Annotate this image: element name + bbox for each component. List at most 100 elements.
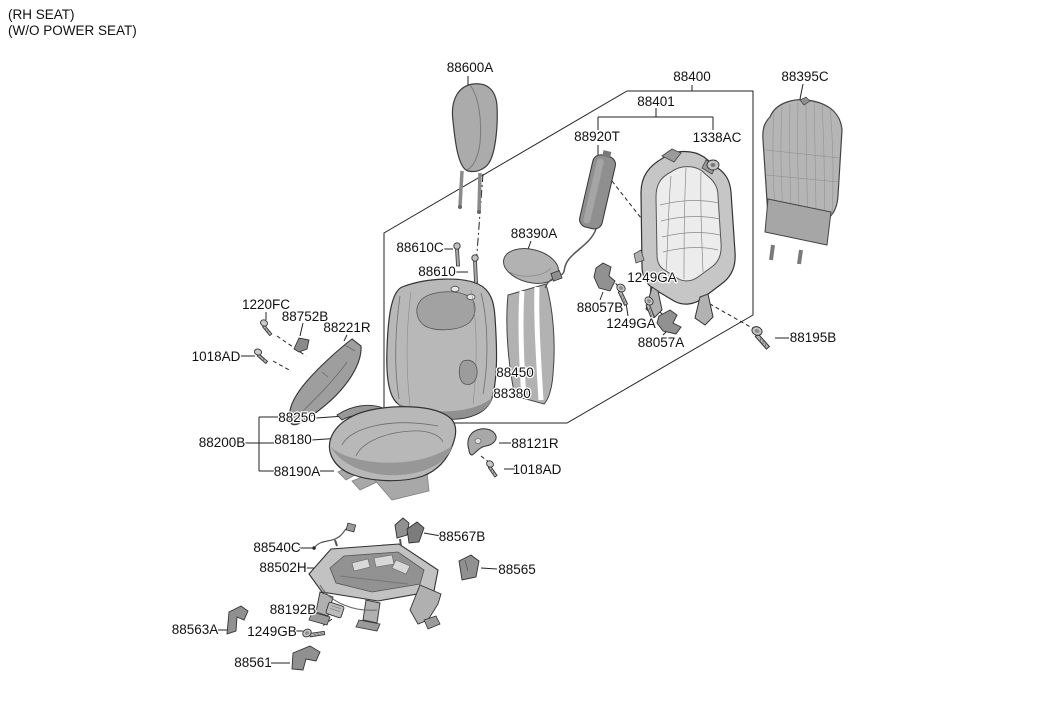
track-foot-left [308,611,331,626]
bolt-88195b [746,324,776,351]
leader-88752b [299,322,304,337]
handle-clip-88752b [293,337,310,353]
inner-shield-hole [474,438,482,444]
title-line2: (W/O POWER SEAT) [8,23,137,38]
inner-shield-drawing [467,428,497,456]
label-88180: 88180 [274,432,312,447]
label-1018ad-1: 1018AD [192,349,241,364]
outer-shield-body [289,338,362,426]
label-88567b: 88567B [439,529,486,544]
label-88192b: 88192B [270,602,317,617]
track-front-harness [319,584,378,611]
guide-bolt-88610-shaft [473,259,478,284]
lumbar-pad-88450 [458,359,478,385]
headrest-shade [466,84,482,171]
back-panel-ribs [765,149,841,183]
leader-88920t-dashed [611,180,668,252]
labels: (RH SEAT) (W/O POWER SEAT) 88600A 88400 … [7,6,838,672]
back-panel-clip [799,96,811,106]
back-panel-hatching [772,100,834,231]
leader-1220fc-dashed [276,335,307,357]
airbag-tab [602,150,612,158]
label-88610c: 88610C [396,240,444,255]
bracket-88200b [245,416,278,472]
nut-1338ac [706,159,720,171]
cover-88567b-piece1 [394,517,410,539]
track-leg-center [362,599,381,624]
cover-88565-detail [464,559,469,572]
track-foot-center [355,619,381,632]
label-1249ga-1: 1249GA [627,270,677,285]
back-panel-legs [769,244,803,265]
leader-88567b [423,532,442,537]
label-88057b: 88057B [577,300,624,315]
cover-88567b-piece2 [406,521,425,544]
guide-hole-left [450,285,460,293]
bracket-88057b [593,262,616,292]
inner-shield-body-88121r [467,428,497,456]
fasteners [251,159,776,646]
cover-88563a [226,605,249,635]
small-parts [226,262,682,671]
cover-88565 [458,554,480,581]
back-panel-shell [762,99,843,233]
back-cushion-bolster-seam [416,291,476,331]
back-cushion-seams-inner [406,289,477,407]
nut-1338ac-hole [710,163,716,167]
track-crossbar [339,575,409,585]
label-88752b: 88752B [282,309,329,324]
label-88920t: 88920T [574,129,620,144]
label-88380: 88380 [493,386,531,401]
dot-88540c [312,546,316,550]
seatback-frame-drawing [633,148,736,326]
assembly-box [383,90,754,424]
wiring-connector-88540c [345,522,357,533]
label-88195b: 88195B [790,330,837,345]
label-88200b: 88200B [199,435,246,450]
side-airbag-drawing [544,150,616,289]
label-88221r: 88221R [323,320,371,335]
airbag-wire-tail [544,278,553,289]
frame-side-mount [633,249,645,264]
track-assembly-drawing [308,522,442,632]
headrest-post-right [477,172,482,212]
leader-88057b [599,291,604,301]
screw-1220fc [256,318,277,337]
outer-shield-details [299,344,356,415]
frame-boss-left [661,148,682,163]
label-88600a: 88600A [447,60,494,75]
headrest-body [451,83,498,173]
outer-shield-drawing [289,337,362,426]
leader-1249ga-2 [625,302,629,317]
title-line1: (RH SEAT) [8,7,75,22]
heater-pad-stripes [518,286,544,401]
back-cushion-drawing [386,278,498,420]
label-88395c: 88395C [781,69,829,84]
headrest-post-tip-right [477,210,481,214]
headrest-post-left [458,170,464,207]
leader-88221r [343,334,348,342]
label-88400: 88400 [673,69,711,84]
label-88450: 88450 [496,365,534,380]
label-88190a: 88190A [274,464,321,479]
label-88610: 88610 [418,264,456,279]
screw-1018ad-right [481,459,503,479]
label-88057a: 88057A [638,335,685,350]
guide-bolt-88610-head [471,254,479,262]
headrest-post-tip-left [458,205,462,209]
leader-88192b-dashed [320,618,333,628]
heater-pad-head-shade [509,267,552,277]
track-mechanism-plates [351,554,411,575]
heater-pad-head [503,248,559,284]
guide-bolt-88610 [471,254,479,284]
airbag-connector [550,270,563,282]
leader-88395c [799,83,804,100]
airbag-highlight [583,158,604,224]
track-foot-right [423,615,441,630]
back-panel-lower-flap [764,198,832,246]
label-88250: 88250 [278,410,316,425]
frame-opening [655,166,722,282]
leader-1018ad-1-dashed [272,360,292,372]
